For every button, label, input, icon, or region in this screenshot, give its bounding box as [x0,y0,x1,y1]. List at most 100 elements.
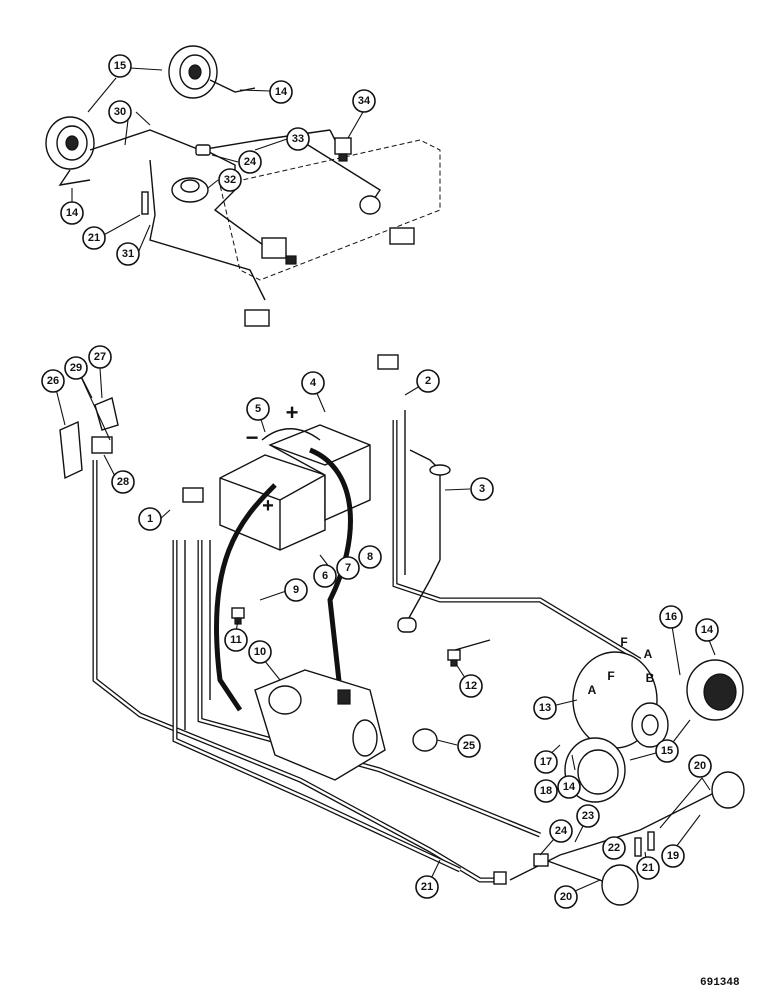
svg-text:5: 5 [255,403,261,415]
oil-pressure-sender [334,137,352,162]
light-switch [359,195,381,215]
svg-text:22: 22 [608,842,620,854]
callout-28: 28 [111,470,135,494]
connector-24-top [195,144,211,156]
svg-text:29: 29 [70,362,82,374]
callout-21-top: 21 [82,226,106,250]
connector-low-left [493,871,507,885]
svg-text:6: 6 [322,570,328,582]
svg-text:20: 20 [560,891,572,903]
callout-11: 11 [224,628,248,652]
callout-31: 31 [116,242,140,266]
callout-14-top-right: 14 [269,80,293,104]
callout-14-top-left: 14 [60,201,84,225]
bracket-27 [94,397,119,431]
callout-34: 34 [352,89,376,113]
battery-positive-top: + [286,400,299,425]
connector-block-top-low [244,309,270,327]
svg-text:3: 3 [479,483,485,495]
connector-block-1 [182,487,204,503]
svg-text:10: 10 [254,646,266,658]
battery-negative: − [246,425,259,450]
svg-text:24: 24 [555,825,568,837]
callout-20-right: 20 [688,754,712,778]
sender-12 [447,649,461,667]
callout-21-lower-left: 21 [415,875,439,899]
svg-text:21: 21 [642,862,654,874]
resistor-25 [412,728,438,752]
flood-lamp-right [686,659,744,721]
callout-4: 4 [301,371,325,395]
upper-harness-group [45,45,441,327]
headlamp-left [45,116,95,170]
alternator-terminal-a1: A [644,647,653,661]
svg-text:18: 18 [540,785,552,797]
callout-13: 13 [533,696,557,720]
svg-text:2: 2 [425,375,431,387]
svg-text:14: 14 [701,624,714,636]
callout-17: 17 [534,750,558,774]
callout-20-lower: 20 [554,885,578,909]
svg-text:14: 14 [563,781,576,793]
callout-7: 7 [336,556,360,580]
alternator-terminal-f2: F [607,669,614,683]
temp-sender [397,617,417,633]
callout-19: 19 [661,844,685,868]
svg-text:13: 13 [539,702,551,714]
svg-text:4: 4 [310,377,317,389]
svg-text:23: 23 [582,810,594,822]
callout-14-right: 14 [695,618,719,642]
alternator-terminal-a2: A [588,683,597,697]
svg-text:32: 32 [224,174,236,186]
svg-text:12: 12 [465,680,477,692]
battery-cable-negative [214,483,277,712]
svg-text:16: 16 [665,611,677,623]
main-harness-group: + − + [59,354,745,906]
fuel-sender-3 [429,464,451,560]
callout-29: 29 [64,356,88,380]
callout-23: 23 [576,804,600,828]
switch-28 [91,436,113,454]
callout-3: 3 [470,477,494,501]
svg-text:17: 17 [540,756,552,768]
connector-block-top-right [389,227,415,245]
callout-32: 32 [218,168,242,192]
callout-21-right: 21 [636,856,660,880]
svg-text:7: 7 [345,562,351,574]
callout-27: 27 [88,345,112,369]
connector-block-2 [377,354,399,370]
alternator-terminal-b: B [646,671,655,685]
callout-5: 5 [246,397,270,421]
svg-text:30: 30 [114,106,126,118]
alternator-terminal-f1: F [620,635,627,649]
callout-30: 30 [108,100,132,124]
horn [171,177,209,203]
svg-text:26: 26 [47,375,59,387]
callout-26: 26 [41,369,65,393]
callout-24-top: 24 [238,150,262,174]
callout-12: 12 [459,674,483,698]
svg-text:14: 14 [275,86,288,98]
tail-lamp-left [601,864,639,906]
svg-text:24: 24 [244,156,257,168]
ignition-switch [261,237,297,265]
callout-9: 9 [284,578,308,602]
callout-15-lower: 15 [655,739,679,763]
starter-motor [254,669,386,781]
callout-15-top: 15 [108,54,132,78]
fuse-21-low [634,831,655,857]
svg-text:34: 34 [358,95,371,107]
svg-text:25: 25 [463,740,475,752]
svg-text:21: 21 [88,232,100,244]
callout-22: 22 [602,836,626,860]
bracket-26 [59,420,83,480]
svg-text:19: 19 [667,850,679,862]
battery-cable-positive [309,447,353,691]
callout-2: 2 [416,369,440,393]
callout-18: 18 [534,779,558,803]
svg-text:8: 8 [367,551,373,563]
callout-14-lower: 14 [557,775,581,799]
svg-text:11: 11 [230,634,242,646]
callout-16: 16 [659,605,683,629]
